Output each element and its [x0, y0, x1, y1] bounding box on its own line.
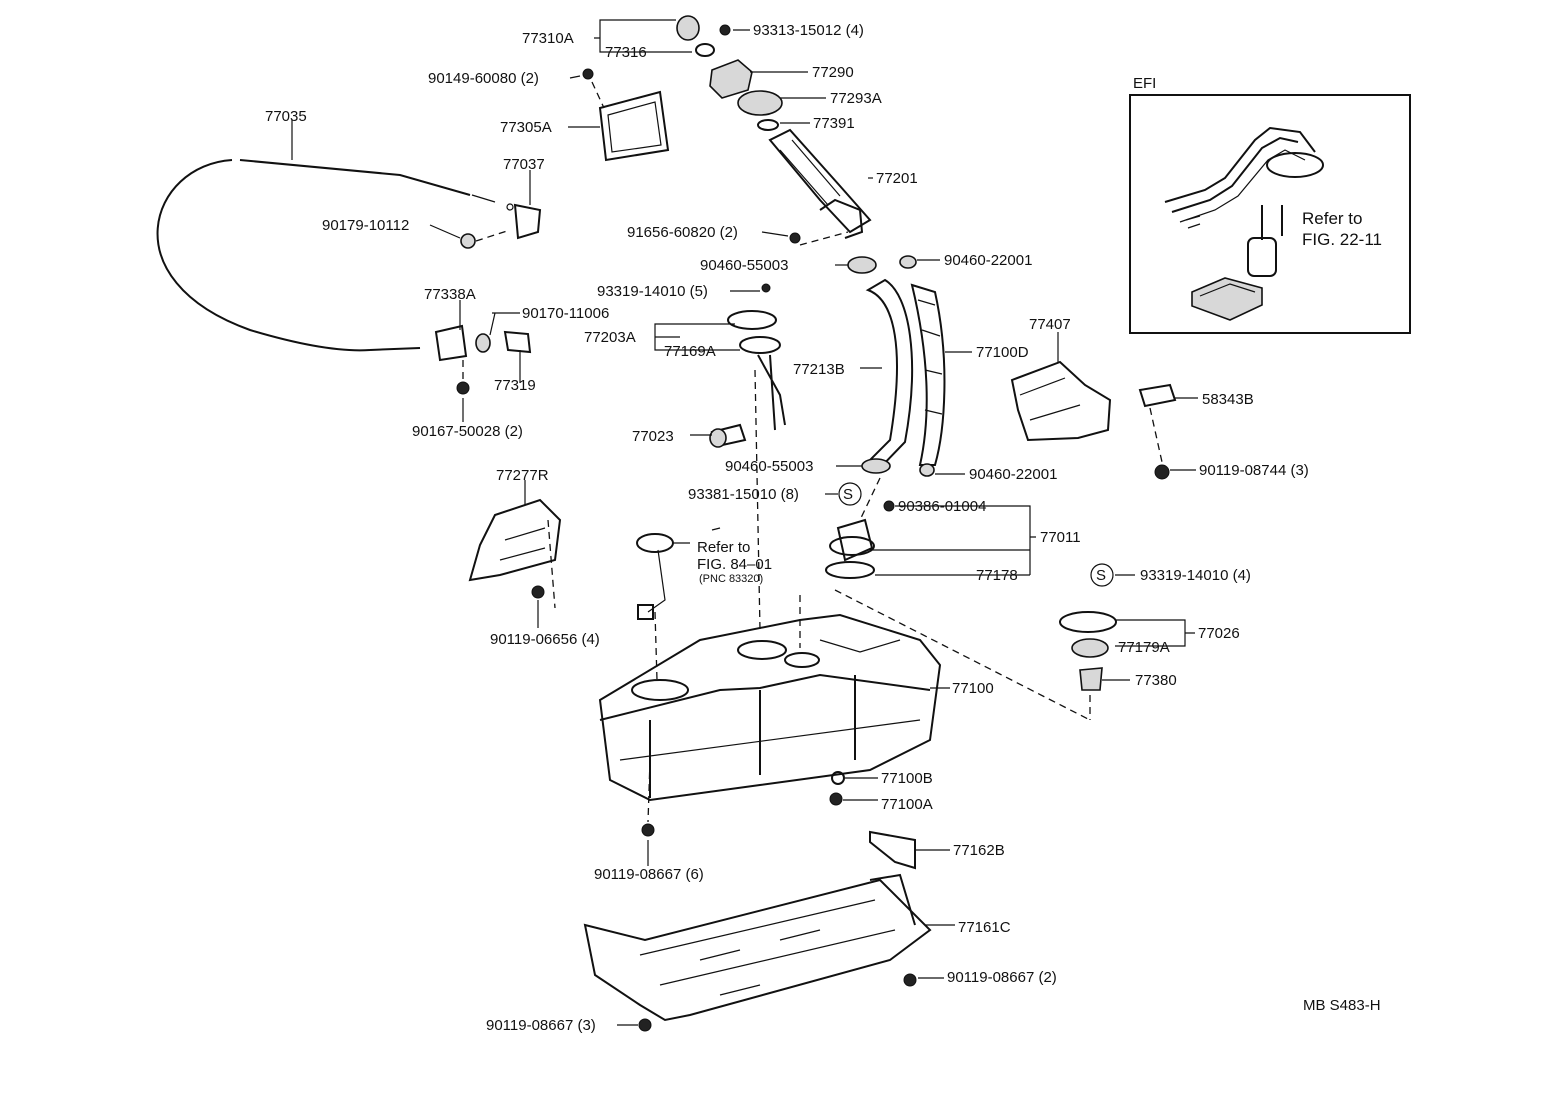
callout-91656-60820[interactable]: 91656-60820 (2): [627, 224, 738, 241]
callout-77319[interactable]: 77319: [494, 377, 536, 394]
nut-icon: [460, 233, 476, 249]
fuel-lid-cable: [156, 159, 371, 352]
s-circle-icon: [1090, 563, 1114, 587]
callout-77169a[interactable]: 77169A: [664, 343, 716, 360]
fig-ref-line3: (PNC 83320): [699, 573, 764, 585]
inset-ref-line2: FIG. 22-11: [1302, 230, 1382, 249]
callout-77011[interactable]: 77011: [1040, 529, 1081, 546]
callout-90460-55003-lower[interactable]: 90460-55003: [725, 458, 814, 475]
callout-90119-08667-3[interactable]: 90119-08667 (3): [486, 1017, 596, 1034]
callout-77100b[interactable]: 77100B: [881, 770, 933, 787]
fuel-pump-assembly-icon: [1164, 126, 1324, 321]
callout-90460-55003[interactable]: 90460-55003: [700, 257, 789, 274]
callout-90119-08667-6[interactable]: 90119-08667 (6): [594, 866, 704, 883]
s-mark: S: [1096, 567, 1107, 584]
callout-77161c[interactable]: 77161C: [958, 919, 1011, 936]
bracket-77338a-icon: [434, 324, 468, 362]
callout-77391[interactable]: 77391: [813, 115, 855, 132]
fuel-float-icon: [636, 533, 674, 553]
callout-90179-10112[interactable]: 90179-10112: [322, 217, 410, 234]
drawing-code: MB S483-H: [1303, 997, 1381, 1014]
callout-93319-14010-5[interactable]: 93319-14010 (5): [597, 283, 708, 300]
tank-undercover-icon: [583, 873, 932, 1022]
hose-77213b: [865, 278, 913, 472]
callout-77380[interactable]: 77380: [1135, 672, 1177, 689]
callout-77305a[interactable]: 77305A: [500, 119, 552, 136]
callout-93313-15012[interactable]: 93313-15012 (4): [753, 22, 864, 39]
callout-77100d[interactable]: 77100D: [976, 344, 1029, 361]
callout-77179a[interactable]: 77179A: [1118, 639, 1170, 656]
callout-77026[interactable]: 77026: [1198, 625, 1240, 642]
callout-77100a[interactable]: 77100A: [881, 796, 933, 813]
callout-77035[interactable]: 77035: [265, 108, 307, 125]
s-circle-icon: [838, 482, 862, 506]
callout-77290[interactable]: 77290: [812, 64, 854, 81]
callout-90149-60080[interactable]: 90149-60080 (2): [428, 70, 539, 87]
fuel-tank-icon: [598, 613, 942, 802]
lever-bracket-icon: [513, 203, 542, 240]
s-mark: S: [843, 486, 854, 503]
callout-77201[interactable]: 77201: [876, 170, 918, 187]
callout-77293a[interactable]: 77293A: [830, 90, 882, 107]
block-77162b-icon: [869, 830, 916, 870]
callout-77162b[interactable]: 77162B: [953, 842, 1005, 859]
callout-90119-08744[interactable]: 90119-08744 (3): [1199, 462, 1309, 479]
efi-inset-frame: [1129, 94, 1411, 334]
callout-77407[interactable]: 77407: [1029, 316, 1071, 333]
callout-77277r[interactable]: 77277R: [496, 467, 549, 484]
heat-insulator-77407-icon: [1010, 360, 1112, 442]
protector-77277r-icon: [468, 498, 562, 582]
callout-90460-22001[interactable]: 90460-22001: [944, 252, 1033, 269]
callout-77338a[interactable]: 77338A: [424, 286, 476, 303]
callout-93319-14010-4[interactable]: 93319-14010 (4): [1140, 567, 1251, 584]
filler-cap-icon: [676, 15, 783, 131]
fuel-inlet-pipe-icon: [768, 128, 872, 239]
callout-90460-22001-lower[interactable]: 90460-22001: [969, 466, 1058, 483]
inset-title: EFI: [1133, 75, 1157, 92]
hose-77100d: [910, 283, 946, 466]
callout-77213b[interactable]: 77213B: [793, 361, 845, 378]
sender-gauge-icon: [727, 310, 777, 330]
callout-77316[interactable]: 77316: [605, 44, 647, 61]
fig-ref-line2: FIG. 84–01: [697, 556, 773, 573]
callout-77178[interactable]: 77178: [976, 567, 1018, 584]
callout-90170-11006[interactable]: 90170-11006: [522, 305, 610, 322]
callout-77037[interactable]: 77037: [503, 156, 545, 173]
callout-77100[interactable]: 77100: [952, 680, 994, 697]
callout-58343b[interactable]: 58343B: [1202, 391, 1254, 408]
fuel-door-icon: [582, 68, 670, 162]
callout-77310a[interactable]: 77310A: [522, 30, 574, 47]
hose-clamp-icon: [847, 256, 877, 274]
callout-77203a[interactable]: 77203A: [584, 329, 636, 346]
inset-ref-line1: Refer to: [1302, 209, 1363, 228]
callout-90167-50028[interactable]: 90167-50028 (2): [412, 423, 523, 440]
callout-90119-08667-2[interactable]: 90119-08667 (2): [947, 969, 1057, 986]
callout-90386-01004[interactable]: 90386-01004: [898, 498, 987, 515]
sender-gasket-icon: [1059, 611, 1117, 633]
callout-90119-06656[interactable]: 90119-06656 (4): [490, 631, 600, 648]
inlet-pipe-77011-icon: [836, 518, 874, 562]
callout-77023[interactable]: 77023: [632, 428, 674, 445]
fig-ref-line1: Refer to: [697, 539, 751, 556]
callout-93381-15010[interactable]: 93381-15010 (8): [688, 486, 799, 503]
